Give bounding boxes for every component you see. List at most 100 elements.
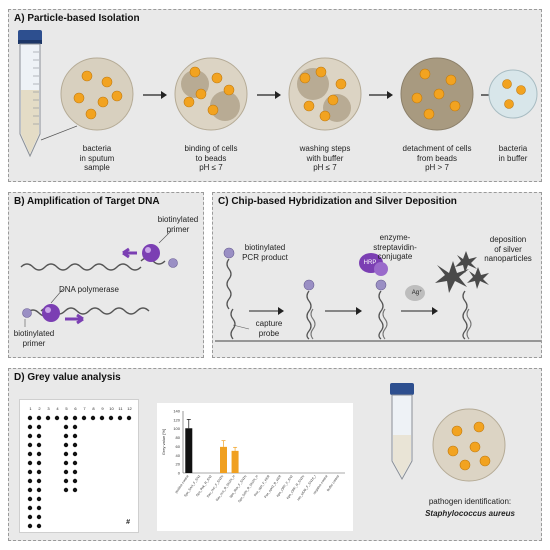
arrow-a1-icon — [143, 91, 167, 99]
y-tick-label: 40 — [176, 453, 181, 458]
y-tick-label: 0 — [178, 471, 181, 476]
step-circle-detachment — [400, 57, 474, 131]
label-ag: Ag⁺ — [411, 290, 423, 296]
spot — [126, 415, 132, 421]
grid-col-label: 8 — [92, 406, 95, 411]
spot — [36, 478, 42, 484]
spot — [36, 424, 42, 430]
chip-hybridization-icon — [215, 247, 541, 342]
y-tick-label: 80 — [176, 435, 181, 440]
spot — [36, 442, 42, 448]
spot — [27, 433, 33, 439]
panel-a: A) Particle-based Isolation — [8, 9, 542, 182]
arrow-a2-icon — [257, 91, 281, 99]
spot — [108, 415, 114, 421]
spot — [27, 415, 33, 421]
spot — [72, 424, 78, 430]
y-tick-label: 20 — [176, 462, 181, 467]
step-caption-detachment: detachment of cells from beads pH > 7 — [402, 144, 472, 172]
spot — [72, 442, 78, 448]
spot-grid — [27, 415, 132, 529]
spot — [27, 460, 33, 466]
falcon-tube-result-icon — [390, 383, 414, 481]
grid-hash: # — [126, 519, 130, 526]
label-biotin-primer-bottom: biotinylated primer — [13, 329, 55, 348]
step-circle-sample — [60, 57, 134, 131]
grid-col-label: 12 — [127, 406, 132, 411]
spot — [36, 451, 42, 457]
spot — [72, 478, 78, 484]
panel-a-title: A) Particle-based Isolation — [14, 13, 140, 24]
spot — [27, 496, 33, 502]
label-pcr-product: biotinylated PCR product — [242, 243, 288, 262]
grid-col-label: 1 — [29, 406, 32, 411]
spot — [72, 460, 78, 466]
spot — [36, 460, 42, 466]
label-dna-polymerase: DNA polymerase — [58, 285, 120, 294]
y-axis-label: Grey value [%] — [161, 429, 166, 455]
grid-col-label: 7 — [83, 406, 86, 411]
spot — [72, 469, 78, 475]
panel-c-title: C) Chip-based Hybridization and Silver D… — [218, 196, 457, 207]
spot — [36, 469, 42, 475]
spot — [27, 424, 33, 430]
grid-col-label: 4 — [56, 406, 59, 411]
spot — [27, 469, 33, 475]
spot — [72, 451, 78, 457]
step-caption-binding: binding of cells to beads pH ≤ 7 — [184, 144, 238, 172]
bar — [185, 428, 193, 473]
spot — [36, 505, 42, 511]
spot — [90, 415, 96, 421]
y-tick-label: 100 — [173, 426, 180, 431]
spot — [63, 424, 69, 430]
spot — [117, 415, 123, 421]
grid-col-label: 11 — [118, 406, 123, 411]
spot — [36, 433, 42, 439]
spot — [27, 514, 33, 520]
spot — [36, 487, 42, 493]
grid-col-label: 10 — [109, 406, 114, 411]
spot — [63, 469, 69, 475]
label-biotin-primer-top: biotinylated primer — [157, 215, 199, 234]
spot — [63, 433, 69, 439]
y-tick-label: 60 — [176, 444, 181, 449]
label-staphylococcus-aureus: Staphylococcus aureus — [425, 509, 515, 518]
spot — [36, 415, 42, 421]
label-capture-probe: capture probe — [255, 319, 283, 338]
arrow-a3-icon — [369, 91, 393, 99]
bar — [220, 446, 227, 473]
spot — [36, 523, 42, 529]
spot — [27, 487, 33, 493]
bar — [231, 450, 239, 473]
grid-col-label: 3 — [47, 406, 50, 411]
spot — [63, 451, 69, 457]
spot — [81, 415, 87, 421]
step-caption-sample: bacteria in sputum sample — [79, 144, 115, 172]
step-caption-buffer: bacteria in buffer — [498, 144, 528, 163]
grid-col-label: 2 — [38, 406, 41, 411]
label-enzyme-conjugate: enzyme- streptavidin- conjugate — [373, 233, 417, 261]
spot — [27, 442, 33, 448]
spot — [27, 478, 33, 484]
panel-d-title: D) Grey value analysis — [14, 372, 121, 383]
spot — [27, 523, 33, 529]
step-circle-buffer — [488, 69, 538, 119]
step-circle-washing — [288, 57, 362, 131]
panel-c: C) Chip-based Hybridization and Silver D… — [212, 192, 542, 358]
panel-b: B) Amplification of Target DNA biotinyla… — [8, 192, 204, 358]
spot — [72, 487, 78, 493]
label-hrp: HRP — [363, 260, 377, 266]
y-tick-label: 120 — [173, 417, 180, 422]
spot — [63, 460, 69, 466]
panel-b-title: B) Amplification of Target DNA — [14, 196, 160, 207]
dna-amplification-icon — [20, 230, 178, 327]
spot — [36, 514, 42, 520]
step-circle-binding — [174, 57, 248, 131]
spot — [27, 505, 33, 511]
falcon-tube-icon — [18, 30, 78, 158]
